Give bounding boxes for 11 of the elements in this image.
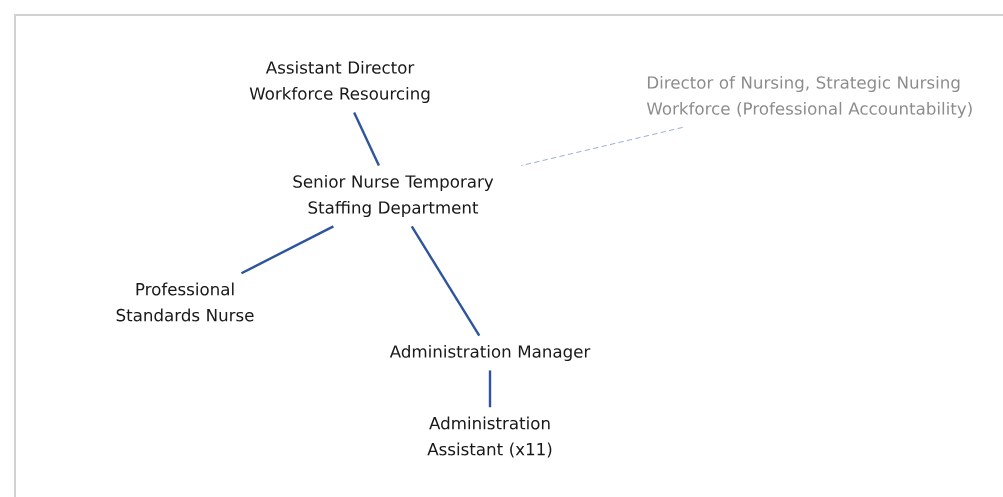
connector-line	[240, 225, 334, 275]
job-title: Administration Manager	[389, 344, 591, 362]
connector-line	[488, 370, 492, 408]
job-title: Assistant Director Workforce Resourcing	[249, 60, 430, 104]
connector-line	[353, 111, 380, 167]
job-title: Senior Nurse Temporary Staffing Department	[293, 174, 494, 218]
dashed-line	[520, 127, 684, 166]
job-title: Director of Nursing, Strategic Nursing Workforce (Professional Accountability)	[646, 75, 972, 119]
job-title: Administration Assistant (x11)	[427, 416, 552, 458]
job-title: Professional Standards Nurse	[116, 282, 254, 322]
connector-line	[410, 225, 481, 337]
